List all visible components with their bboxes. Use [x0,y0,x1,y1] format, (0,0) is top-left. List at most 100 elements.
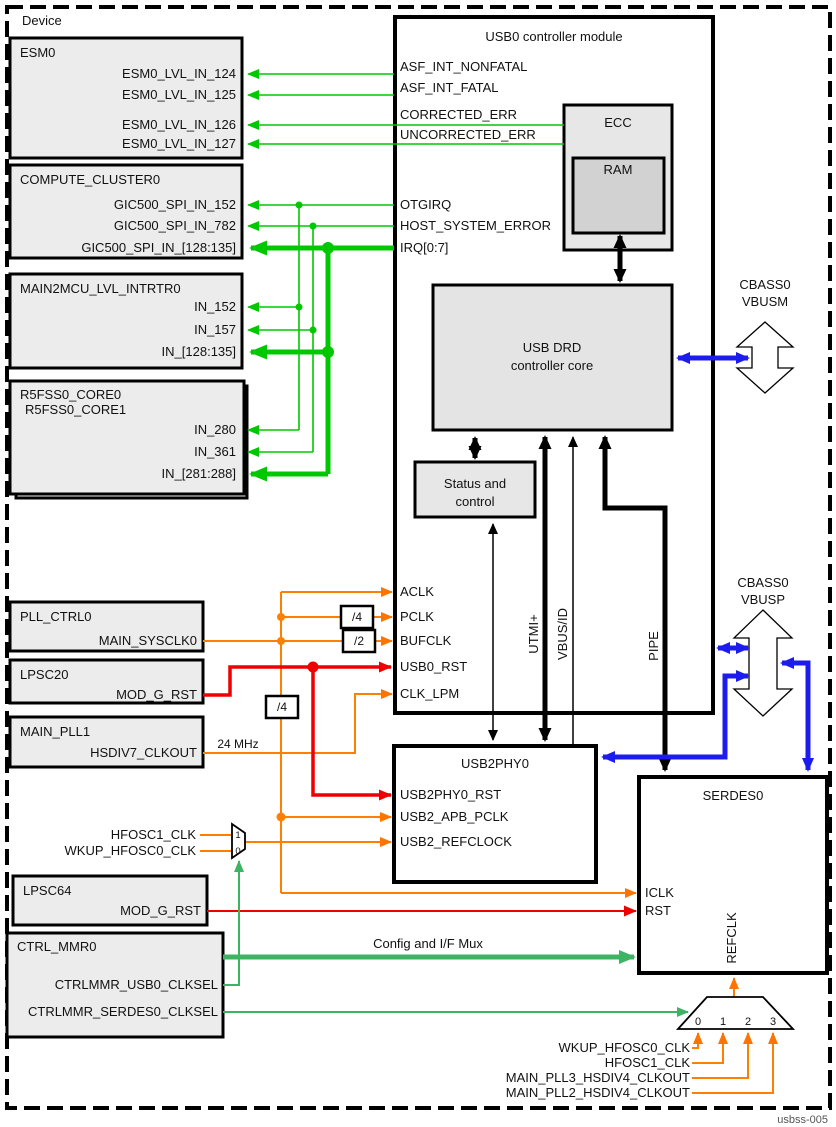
junction-dot [276,812,286,822]
main-pll1-title: MAIN_PLL1 [20,724,90,739]
usb0-irq-signal: CORRECTED_ERR [400,107,517,122]
main2mcu-signal: IN_157 [194,322,236,337]
esm0-signal: ESM0_LVL_IN_124 [122,66,236,81]
ctrl-mmr0-title: CTRL_MMR0 [17,939,96,954]
cbass-vbusp-line2: VBUSP [741,592,785,607]
junction-dot [307,661,319,673]
osc-mux-port0: 0 [235,846,240,857]
freq-24mhz-label: 24 MHz [217,737,258,751]
junction-dot [322,242,334,254]
r5fss-signal: IN_280 [194,422,236,437]
device-boundary [5,5,832,1110]
bus-pipe [598,435,672,772]
main-pll1-signal: HSDIV7_CLKOUT [90,745,197,760]
ecc-title: ECC [604,115,631,130]
pll-ctrl0-block [8,600,205,653]
refclk-mux-port: 1 [720,1016,726,1028]
vbus-id-bus-label: VBUS/ID [555,608,570,660]
refclk-mux-port: 2 [745,1016,751,1028]
usb0-clock-signal: CLK_LPM [400,686,459,701]
main2mcu-block [8,272,244,370]
div2-bufclk-label: /2 [354,634,364,648]
compute-cluster0-signal: GIC500_SPI_IN_782 [114,218,236,233]
usb0-irq-signal: HOST_SYSTEM_ERROR [400,218,551,233]
refclk-mux-source: WKUP_HFOSC0_CLK [559,1040,691,1055]
r5fss-title-line2: R5FSS0_CORE1 [25,402,126,417]
usb2phy0-block [392,744,598,884]
serdes0-block [637,775,829,975]
usb-drd-core-block [431,283,674,432]
usb0-clock-signal: PCLK [400,609,434,624]
main2mcu-signal: IN_152 [194,299,236,314]
compute-cluster0-title: COMPUTE_CLUSTER0 [20,172,160,187]
device-label: Device [22,13,62,28]
esm0-signal: ESM0_LVL_IN_125 [122,87,236,102]
usb0-irq-signal: OTGIRQ [400,197,451,212]
main2mcu-title: MAIN2MCU_LVL_INTRTR0 [20,281,181,296]
wire-mux-in1 [692,1032,728,1064]
usb0-irq-signal: ASF_INT_NONFATAL [400,59,527,74]
refclk-mux [675,996,796,1030]
usb0-irq-signal: ASF_INT_FATAL [400,80,499,95]
cbass-vbusm-line1: CBASS0 [739,277,790,292]
compute-cluster0-signal: GIC500_SPI_IN_[128:135] [81,240,236,255]
system-buses [601,352,814,772]
lpsc20-title: LPSC20 [20,667,68,682]
lpsc20-signal: MOD_G_RST [116,687,197,702]
cbass-vbusp-line1: CBASS0 [737,575,788,590]
main-pll1-block [8,715,205,769]
lpsc64-title: LPSC64 [23,883,71,898]
ctrl-mmr-wires [223,860,689,1017]
serdes0-refclk-label: REFCLK [724,912,739,964]
internal-buses [468,234,672,772]
interrupt-wires [247,69,564,482]
cbass-vbusm-bus-arrow [735,321,795,394]
bus-vbusp-phy-link [601,670,750,763]
usb0-clock-signal: USB0_RST [400,659,467,674]
wire-usb0-clksel [223,860,244,986]
junction-dot [295,303,303,311]
pll-ctrl0-signal: MAIN_SYSCLK0 [99,633,197,648]
wire-mux-in2 [692,1032,753,1079]
reset-wires [203,661,637,917]
junction-dot [295,201,303,209]
bus-vbusp-serdes-link [780,657,814,772]
refclk-mux-source: MAIN_PLL3_HSDIV4_CLKOUT [506,1070,690,1085]
status-control-block [413,460,537,519]
ctrl-mmr0-signal: CTRLMMR_SERDES0_CLKSEL [28,1004,218,1019]
status-ctrl-line1: Status and [444,476,506,491]
wkup-hfosc0-clk-label: WKUP_HFOSC0_CLK [65,843,197,858]
pll-ctrl0-title: PLL_CTRL0 [20,609,92,624]
esm0-signal: ESM0_LVL_IN_126 [122,117,236,132]
wire-clk-lpm-24mhz [203,689,393,754]
junction-dot [277,637,285,645]
hfosc1-clk-label: HFOSC1_CLK [111,827,197,842]
osc-mux-port1: 1 [235,830,240,841]
compute-cluster0-block [8,163,244,260]
junction-dot [309,222,317,230]
serdes0-signal: ICLK [645,885,674,900]
cbass-vbusm-line2: VBUSM [742,294,788,309]
wire-mux-in3 [692,1032,778,1094]
div4-pclk-label: /4 [352,610,362,624]
esm0-title: ESM0 [20,45,55,60]
status-ctrl-line2: control [455,494,494,509]
ctrl-mmr0-block [5,931,225,1039]
main2mcu-signal: IN_[128:135] [162,344,236,359]
r5fss-block [8,379,246,496]
refclk-mux-port: 0 [695,1016,701,1028]
config-if-mux-label: Config and I/F Mux [373,936,483,951]
serdes0-signal: RST [645,903,671,918]
refclk-mux-source: MAIN_PLL2_HSDIV4_CLKOUT [506,1085,690,1100]
esm0-block [8,36,244,160]
osc-clock-mux [231,822,246,860]
r5fss-signal: IN_361 [194,444,236,459]
lpsc64-block [11,874,209,927]
ram-title: RAM [604,162,633,177]
usb0-irq-signal: IRQ[0:7] [400,240,448,255]
figure-id: usbss-005 [777,1114,828,1126]
refclk-mux-port: 3 [770,1016,776,1028]
compute-cluster0-signal: GIC500_SPI_IN_152 [114,197,236,212]
usb2phy0-title: USB2PHY0 [461,756,529,771]
